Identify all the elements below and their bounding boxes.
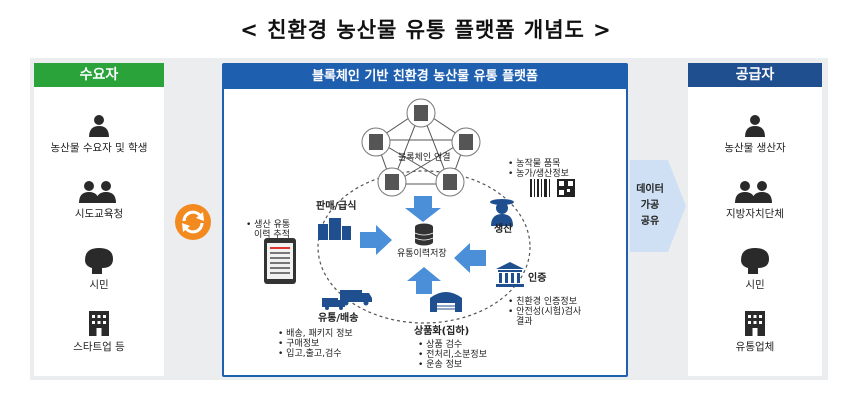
arrow-left-icon bbox=[454, 243, 486, 273]
distribution-node-label: 유통/배송 bbox=[318, 313, 359, 324]
share-label-line-1: 데이터 bbox=[636, 184, 664, 195]
certification-note-2: • 안전성(시험)검사 bbox=[508, 307, 582, 317]
demand-panel: 수요자 농산물 수요자 및 학생 시도교육청 시민 스타트업 등 bbox=[34, 63, 164, 376]
qr-code-icon bbox=[557, 179, 575, 197]
demand-label-3: 시민 bbox=[89, 279, 109, 291]
supply-header: 공급자 bbox=[688, 63, 822, 87]
production-note-2: • 농가/생산정보 bbox=[508, 169, 569, 179]
citizen-item: 시민 bbox=[34, 246, 164, 292]
supply-label-2: 지방자치단체 bbox=[726, 208, 784, 220]
production-node-label: 생산 bbox=[494, 224, 513, 235]
commercialization-note-3: • 운송 정보 bbox=[418, 360, 463, 370]
sales-note-2: 이력 추적 bbox=[254, 230, 290, 240]
person-icon bbox=[745, 115, 765, 137]
demand-header: 수요자 bbox=[34, 63, 164, 87]
education-office-item: 시도교육청 bbox=[34, 179, 164, 221]
student-consumer-item: 농산물 수요자 및 학생 bbox=[34, 113, 164, 155]
arrow-up-icon bbox=[407, 267, 441, 294]
person-icon bbox=[89, 115, 109, 137]
producer-item: 농산물 생산자 bbox=[688, 113, 822, 155]
government-building-icon bbox=[496, 262, 524, 287]
store-building-icon bbox=[318, 218, 351, 240]
startup-item: 스타트업 등 bbox=[34, 310, 164, 354]
page-title: < 친환경 농산물 유통 플랫폼 개념도 > bbox=[240, 18, 612, 42]
citizen-icon bbox=[741, 248, 769, 274]
sales-note-1: • 생산 유통 bbox=[246, 220, 291, 230]
node-building-icon-bottom-left bbox=[377, 167, 407, 197]
group-icon bbox=[79, 181, 116, 203]
supply-label-3: 시민 bbox=[745, 279, 765, 291]
cycle-ring bbox=[317, 170, 531, 324]
demand-label-1: 농산물 수요자 및 학생 bbox=[50, 142, 148, 154]
commercialization-note-1: • 상품 검수 bbox=[418, 340, 463, 350]
platform-header: 블록체인 기반 친환경 농산물 유통 플랫폼 bbox=[224, 65, 626, 89]
blockchain-label: 블록체인 연결 bbox=[398, 153, 451, 163]
delivery-truck-icon bbox=[322, 290, 372, 310]
data-share-label: 데이터 가공 공유 bbox=[632, 182, 668, 230]
share-label-line-3: 공유 bbox=[640, 216, 660, 227]
sales-node-label: 판매/급식 bbox=[316, 201, 357, 212]
office-building-icon bbox=[745, 311, 765, 336]
demand-label-4: 스타트업 등 bbox=[73, 341, 125, 353]
certification-note-3: 결과 bbox=[516, 317, 533, 327]
barcode-icon bbox=[530, 179, 550, 197]
supply-citizen-item: 시민 bbox=[688, 246, 822, 292]
distribution-note-3: • 입고,출고,검수 bbox=[278, 349, 342, 359]
data-share-arrow-icon bbox=[630, 160, 686, 252]
commercialization-node-label: 상품화(집하) bbox=[414, 326, 470, 337]
production-note-1: • 농작물 품목 bbox=[508, 159, 561, 169]
certification-node-label: 인증 bbox=[528, 273, 547, 284]
arrow-right-icon bbox=[360, 225, 392, 255]
sync-icon bbox=[175, 204, 211, 240]
group-icon bbox=[735, 181, 772, 203]
node-building-icon-top bbox=[406, 98, 436, 128]
distribution-note-1: • 배송, 패키지 정보 bbox=[278, 329, 353, 339]
commercialization-note-2: • 전처리,소분정보 bbox=[418, 350, 487, 360]
warehouse-icon bbox=[430, 292, 462, 312]
distribution-note-2: • 구매정보 bbox=[278, 339, 320, 349]
database-icon bbox=[414, 223, 434, 246]
share-label-line-2: 가공 bbox=[640, 200, 660, 211]
mobile-phone-icon bbox=[264, 238, 296, 284]
arrow-down-icon bbox=[405, 196, 441, 222]
citizen-icon bbox=[85, 248, 113, 274]
node-building-icon-bottom-right bbox=[435, 167, 465, 197]
supply-label-4: 유통업체 bbox=[735, 341, 775, 353]
storage-label: 유통이력저장 bbox=[397, 249, 447, 259]
demand-label-2: 시도교육청 bbox=[74, 208, 124, 220]
supply-panel: 공급자 농산물 생산자 지방자치단체 시민 유통업체 bbox=[688, 63, 822, 376]
farmer-icon bbox=[490, 199, 514, 226]
node-building-icon-left bbox=[361, 127, 391, 157]
node-building-icon-right bbox=[451, 127, 481, 157]
local-government-item: 지방자치단체 bbox=[688, 179, 822, 221]
distributor-item: 유통업체 bbox=[688, 310, 822, 354]
supply-label-1: 농산물 생산자 bbox=[724, 142, 786, 154]
certification-note-1: • 친환경 인증정보 bbox=[508, 297, 577, 307]
office-building-icon bbox=[89, 311, 109, 336]
